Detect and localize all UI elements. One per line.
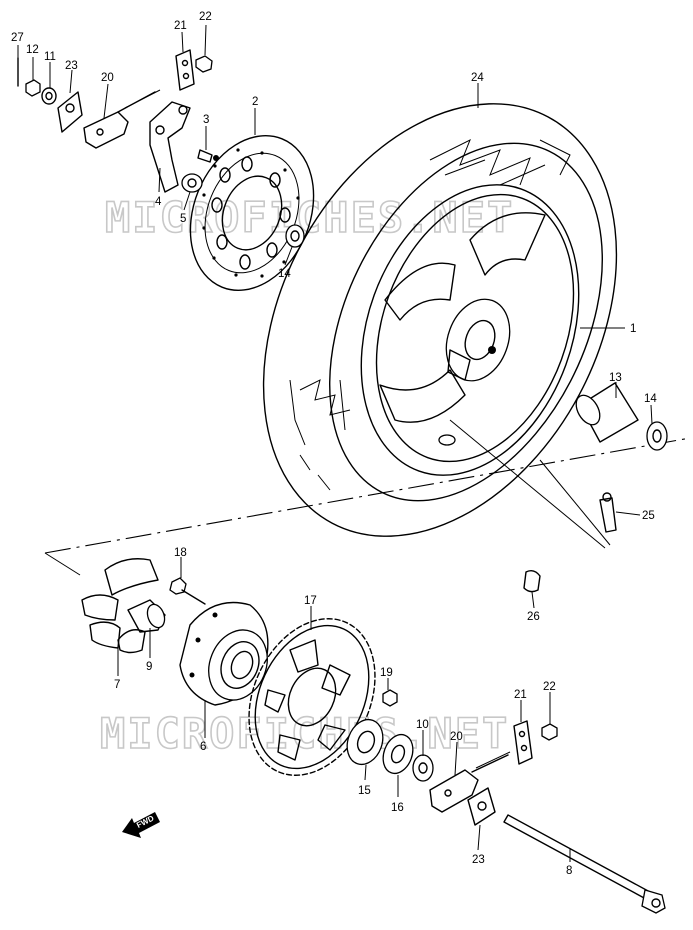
adjuster-plate-upper [57, 91, 83, 133]
callout-20-lower: 20 [450, 731, 463, 743]
chain-adjuster-upper [83, 89, 161, 149]
washer-11 [41, 87, 57, 105]
rear-wheel [360, 184, 580, 476]
caliper-bolt [197, 149, 219, 163]
chain-adjuster-lower [429, 751, 511, 813]
callout-23-lower: 23 [472, 854, 485, 866]
forward-arrow-icon: FWD [122, 812, 160, 838]
watermark-top: MICROFICHES.NET [105, 193, 514, 242]
callout-19: 19 [380, 667, 393, 679]
adjuster-nut-lower [541, 723, 558, 741]
callout-4: 4 [155, 196, 162, 208]
watermark-bottom: MICROFICHES.NET [100, 709, 509, 758]
callout-26: 26 [527, 611, 540, 623]
adjuster-plate-lower [467, 787, 496, 826]
bolt-18 [169, 577, 206, 605]
leader-lines [17, 24, 653, 862]
callout-12: 12 [26, 44, 39, 56]
bracket-collar [181, 173, 203, 193]
axle-centerline-left [44, 552, 81, 576]
callout-2: 2 [252, 96, 258, 108]
valve-leader [449, 419, 606, 549]
callout-9: 9 [146, 661, 152, 673]
callout-22-upper: 22 [199, 11, 212, 23]
spacer-14-right [646, 421, 668, 451]
callout-27: 27 [11, 32, 24, 44]
callout-14-right: 14 [644, 393, 657, 405]
callout-16: 16 [391, 802, 404, 814]
balance-clip [523, 569, 541, 593]
callout-8: 8 [566, 865, 572, 877]
adjuster-stopper-lower [513, 720, 533, 765]
rear-axle [503, 814, 666, 914]
collar-10 [412, 754, 434, 782]
callout-24: 24 [471, 72, 484, 84]
axle-centerline [44, 437, 691, 554]
callout-21-upper: 21 [174, 20, 187, 32]
caliper-bracket [149, 101, 191, 193]
sprocket-drum [179, 601, 269, 706]
callout-22-lower: 22 [543, 681, 556, 693]
rear-tire [262, 103, 618, 537]
callout-10: 10 [416, 719, 429, 731]
callout-13: 13 [609, 372, 622, 384]
callout-18: 18 [174, 547, 187, 559]
callout-5: 5 [180, 213, 186, 225]
callout-6: 6 [200, 741, 206, 753]
wheel-bearing [346, 718, 384, 766]
brake-disc [189, 135, 315, 291]
callout-1: 1 [630, 323, 636, 335]
callout-15: 15 [358, 785, 371, 797]
axle-centerline-right [539, 459, 611, 546]
callout-21-lower: 21 [514, 689, 527, 701]
adjuster-nut-upper [195, 55, 213, 73]
adjuster-stopper-upper [175, 49, 195, 91]
axle-spacer [575, 382, 639, 443]
callout-7: 7 [114, 679, 120, 691]
nut-12 [25, 79, 41, 97]
callout-11: 11 [44, 51, 56, 63]
callout-20-upper: 20 [101, 72, 114, 84]
callout-3: 3 [203, 114, 209, 126]
bearing-spacer [382, 733, 414, 775]
rear-sprocket [248, 618, 376, 776]
cush-dampers [81, 558, 159, 654]
callout-14-upper: 14 [278, 268, 291, 280]
callout-23-upper: 23 [65, 60, 78, 72]
callout-17: 17 [304, 595, 317, 607]
sprocket-nut [382, 689, 398, 707]
disc-spacer [285, 224, 305, 248]
tire-valve [599, 492, 617, 533]
damper-collar [127, 599, 166, 633]
callout-25: 25 [642, 510, 655, 522]
callout-labels: 27 12 11 23 20 21 22 2 3 4 5 14 24 1 13 … [11, 11, 657, 877]
